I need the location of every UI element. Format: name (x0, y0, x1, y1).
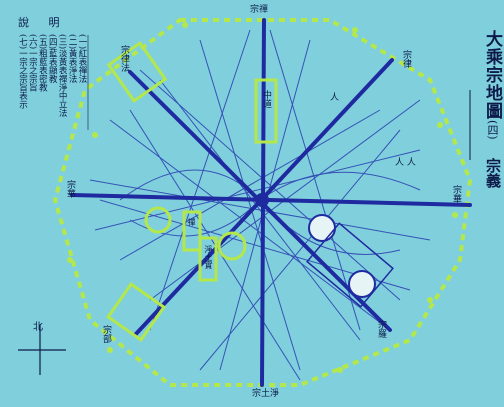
compass (18, 325, 66, 375)
node-upper-right: 宗律 (401, 50, 411, 68)
box-center-left-label: 禪 (187, 218, 196, 226)
node-lower-right: 宗羅 (376, 320, 386, 338)
person-label-1: 人 (330, 93, 340, 103)
node-lower-left: 宗部 (101, 325, 111, 343)
outer-ring (52, 18, 473, 387)
main-spokes (70, 18, 472, 387)
box-lower-label: 淨土實 (204, 245, 213, 269)
ring-dots (67, 22, 458, 373)
box-top-label: 中道 (261, 90, 271, 108)
node-left: 宗華 (65, 180, 75, 198)
person-label-2: 人 人 (395, 158, 416, 168)
legend-item: (五)粗藍表密教 (37, 34, 48, 92)
map-number: (四) (486, 120, 499, 140)
node-right: 宗華 (451, 185, 461, 203)
legend-item: (四)藍表顯教 (47, 34, 58, 84)
legend-item: (六)一宗之宗旨 (27, 34, 38, 92)
symbol-circles (144, 206, 394, 308)
map-title: 大乘宗地圖 (482, 30, 502, 120)
legend: (一)紅表禪法 (二)黃表淨法 (三)淡黃表禪淨中立法 (四)藍表顯教 (五)粗… (4, 34, 87, 130)
legend-item: (三)淡黃表禪淨中立法 (57, 34, 68, 118)
legend-title: 說 明 (18, 16, 68, 29)
legend-item: (七)一宗之宗旨表示 (17, 34, 28, 109)
node-top: 宗禪 (250, 5, 269, 15)
green-boxes (106, 40, 278, 342)
node-upper-left: 宗律法 (119, 45, 129, 72)
node-bottom: 宗土淨 (252, 389, 280, 399)
map-subtitle: 宗義 (484, 158, 502, 188)
center-hub (255, 193, 269, 207)
legend-item: (一)紅表禪法 (77, 34, 87, 84)
compass-north: 北 (33, 322, 43, 333)
legend-item: (二)黃表淨法 (67, 34, 78, 84)
